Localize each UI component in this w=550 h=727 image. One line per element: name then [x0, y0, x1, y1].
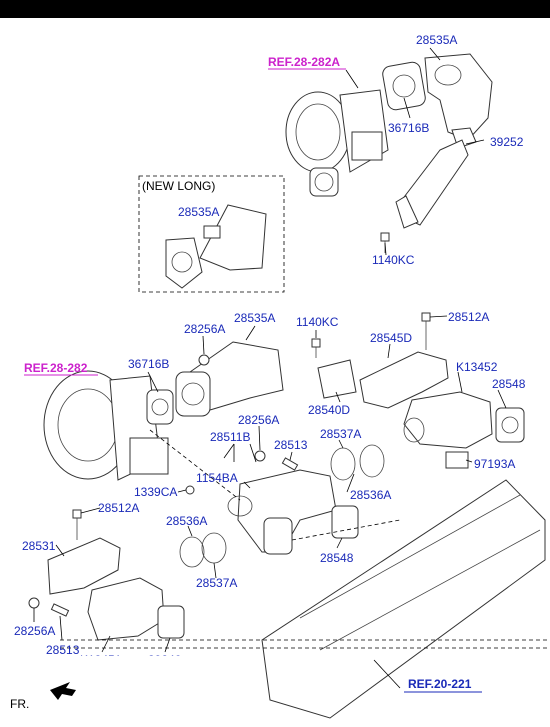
new-long-label: (NEW LONG) — [142, 179, 215, 193]
part-label-28513-b: 28513 — [46, 643, 80, 657]
part-label-28548-right: 28548 — [492, 377, 526, 391]
part-label-36716B-top: 36716B — [388, 121, 429, 135]
part-label-28512A-right: 28512A — [448, 310, 489, 324]
label-crop-strip — [0, 656, 260, 670]
gasket-28548-bottom — [331, 505, 359, 539]
bolt-28512A-right — [421, 312, 431, 350]
part-label-28513-a: 28513 — [274, 438, 308, 452]
part-label-1140KC-mid: 1140KC — [296, 315, 339, 329]
front-direction-indicator: FR. — [10, 682, 76, 711]
new-long-box — [138, 175, 285, 293]
part-label-28256A-a: 28256A — [184, 322, 225, 336]
part-label-1154BA: 1154BA — [196, 471, 238, 485]
part-label-97193A: 97193A — [474, 457, 515, 471]
outlet-pipe-28535A-new-long — [165, 204, 267, 289]
manifold-K13452 — [403, 391, 493, 449]
part-label-36716B-mid: 36716B — [128, 357, 169, 371]
heat-shield-28531 — [47, 537, 121, 595]
turbocharger-lower — [43, 370, 169, 481]
dashed-connection-lines — [60, 429, 550, 649]
part-label-28540D: 28540D — [308, 403, 350, 417]
front-label: FR. — [10, 697, 29, 711]
pin-28513-a — [281, 457, 299, 471]
turbocharger-top — [285, 89, 389, 197]
gasket-28548-right — [495, 407, 525, 443]
part-label-28548-bottom: 28548 — [320, 551, 354, 565]
ref-label-20-221: REF.20-221 — [408, 677, 472, 691]
outlet-pipe-28535A-mid — [175, 341, 284, 417]
part-label-K13452: K13452 — [456, 360, 498, 374]
part-label-28545D: 28545D — [370, 331, 412, 345]
ref-label-28-282: REF.28-282 — [24, 361, 88, 375]
part-label-28536A-right: 28536A — [350, 488, 391, 502]
stud-1339CA — [185, 485, 195, 495]
manifold-K13451 — [87, 577, 165, 641]
nut-28256A-a — [198, 354, 210, 366]
part-label-28531: 28531 — [22, 539, 56, 553]
top-header-bar — [0, 0, 550, 18]
heat-shield-28545D — [359, 351, 449, 409]
part-label-28537A-a: 28537A — [320, 427, 361, 441]
exhaust-manifold-parts-diagram: REF.28-282A REF.28-282 REF.20-221 (NEW L… — [0, 33, 550, 719]
part-label-28537A-b: 28537A — [196, 576, 237, 590]
gasket-36716B-top — [382, 61, 426, 111]
rings-28536A-left — [179, 532, 227, 568]
part-label-28535A-mid: 28535A — [234, 311, 275, 325]
bolt-1140KC-mid — [311, 338, 321, 358]
clip-97193A — [445, 451, 469, 469]
pin-28513-b — [50, 603, 70, 617]
front-arrow-icon — [50, 682, 76, 700]
manifold-28511B — [227, 469, 337, 555]
nut-28256A-b — [254, 450, 266, 462]
part-label-28536A-left: 28536A — [166, 514, 207, 528]
ref-label-28-282A: REF.28-282A — [268, 55, 340, 69]
part-label-39252: 39252 — [490, 135, 524, 149]
part-label-28256A-c: 28256A — [14, 624, 55, 638]
nut-28256A-c — [28, 597, 40, 609]
part-label-28256A-b: 28256A — [238, 413, 279, 427]
part-label-28512A-left: 28512A — [98, 501, 139, 515]
gasket-36716B-mid — [146, 389, 174, 425]
cylinder-head — [261, 479, 546, 719]
part-label-28511B: 28511B — [210, 430, 250, 444]
outlet-pipe-28535A-top — [424, 53, 493, 149]
leader-lines — [33, 47, 507, 689]
rings-28537A-a — [330, 444, 385, 481]
part-label-28535A-new-long: 28535A — [178, 205, 219, 219]
bolt-28512A-left — [72, 509, 82, 540]
part-label-1339CA: 1339CA — [134, 485, 177, 499]
gasket-39240 — [157, 605, 185, 639]
part-label-1140KC-top: 1140KC — [372, 253, 415, 267]
part-label-28535A-top: 28535A — [416, 33, 457, 47]
bracket-28540D — [317, 359, 357, 399]
bracket-39252 — [395, 139, 469, 229]
